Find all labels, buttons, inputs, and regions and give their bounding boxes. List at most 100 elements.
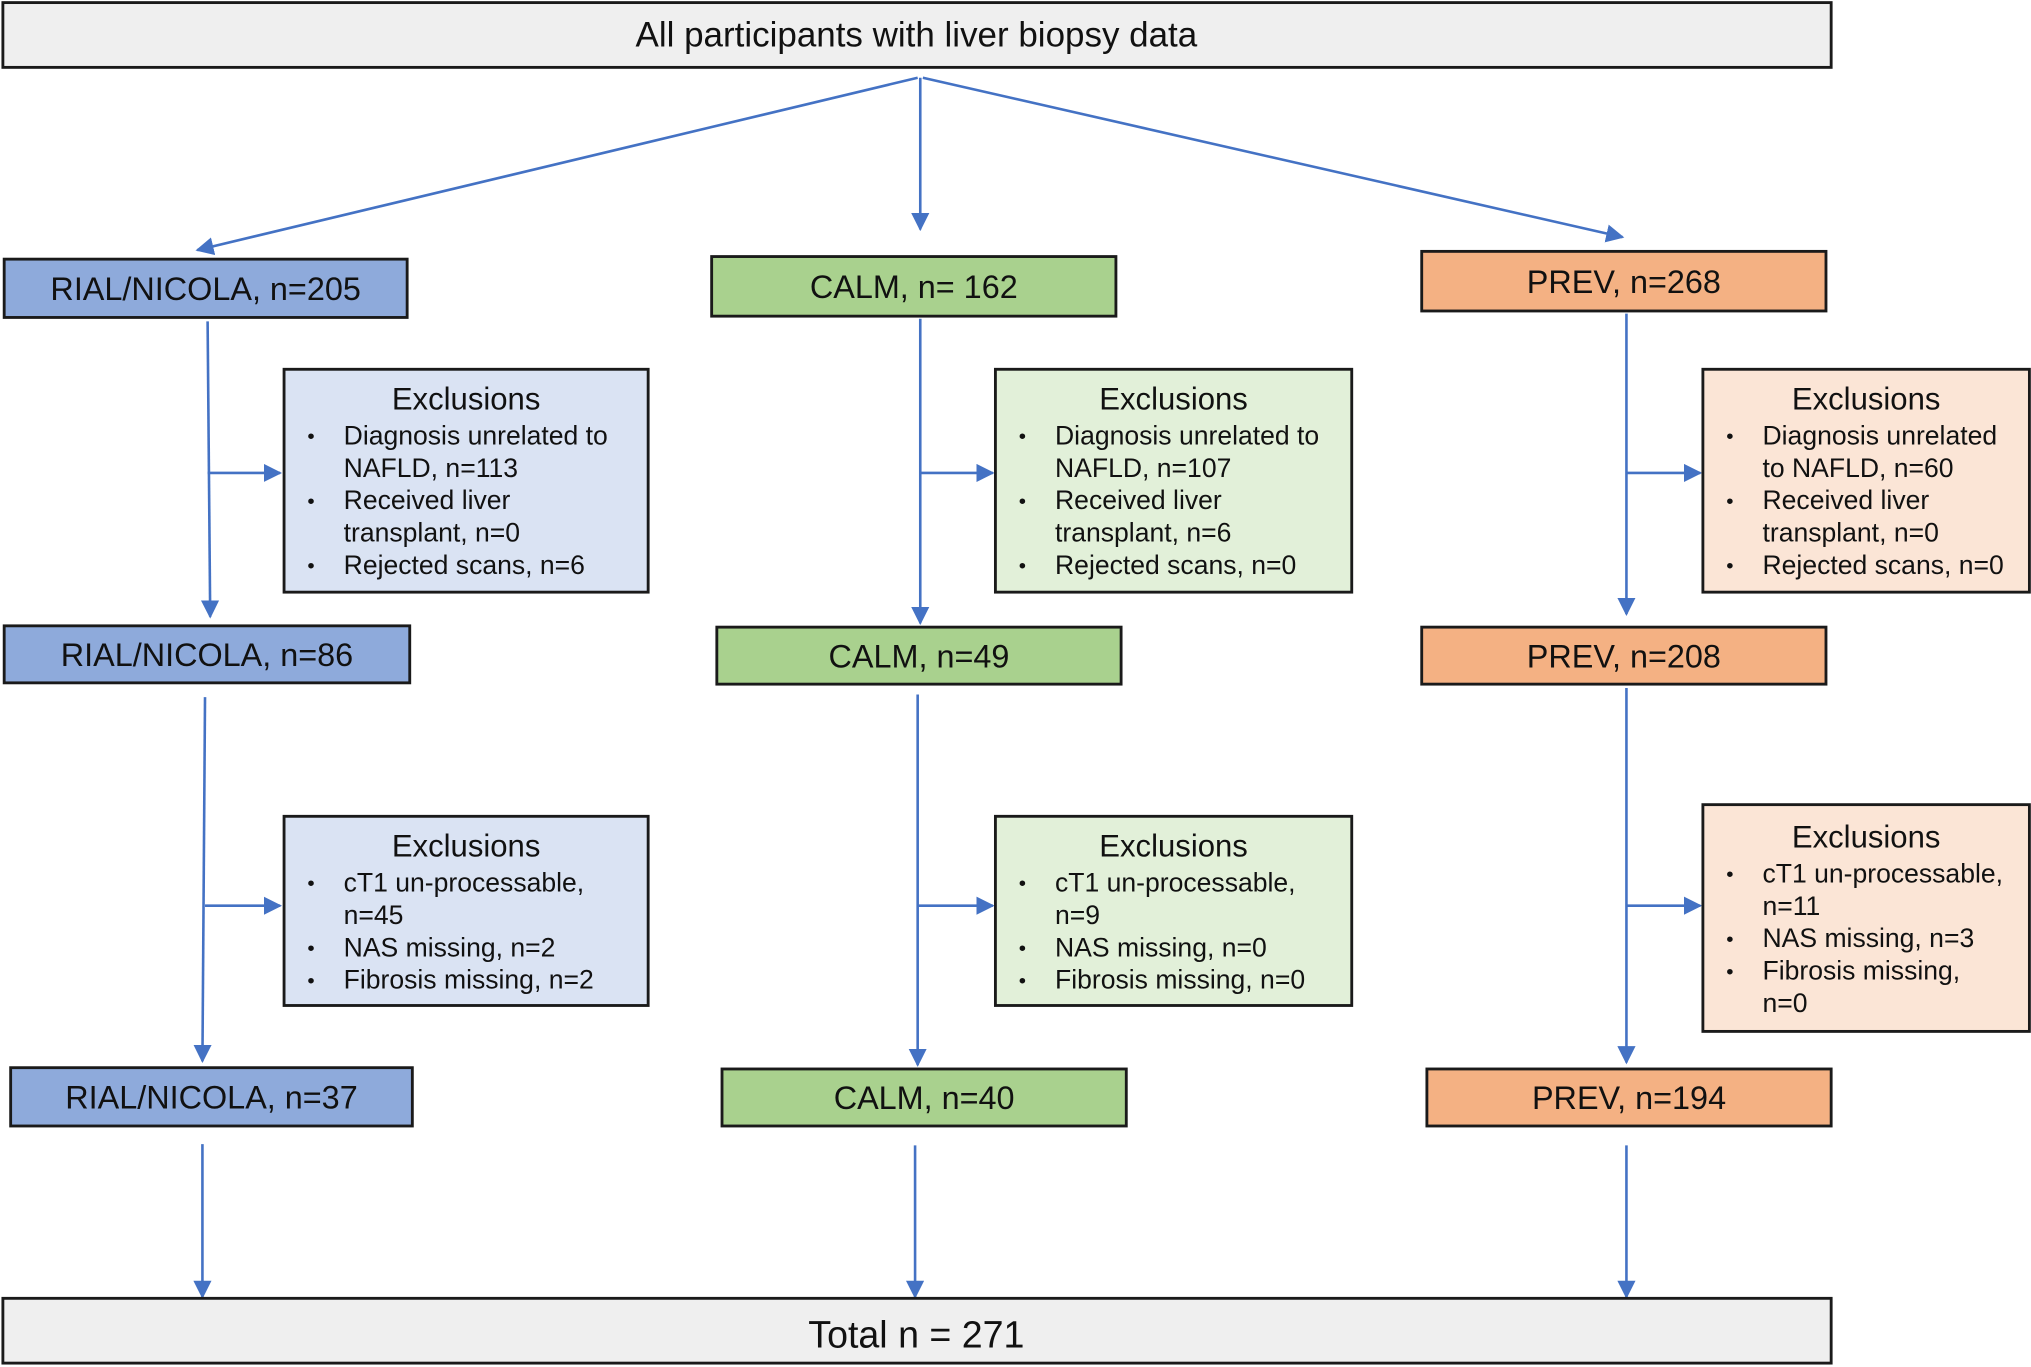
stage-box-prev-2: PREV, n=208 <box>1420 625 1828 686</box>
stage-box-rial-1: RIAL/NICOLA, n=205 <box>2 257 409 319</box>
exclusion-item-line: transplant, n=6 <box>1055 518 1231 548</box>
stage-box-label: PREV, n=208 <box>1527 638 1721 674</box>
top-box-label: All participants with liver biopsy data <box>636 16 1198 55</box>
exclusion-box-rial-1: Exclusions • Diagnosis unrelated toNAFLD, … <box>282 367 650 594</box>
stage-box-rect <box>1420 625 1828 686</box>
exclusion-item-line: n=11 <box>1762 891 1820 921</box>
exclusion-box-rect <box>282 814 650 1007</box>
exclusion-item-line: Rejected scans, n=0 <box>1055 550 1296 580</box>
top-box-rect <box>1 1 1833 69</box>
stage-box-label: CALM, n=49 <box>829 638 1010 674</box>
exclusion-item-line: n=0 <box>1762 988 1807 1018</box>
total-box-label: Total n = 271 <box>808 1314 1024 1356</box>
bullet-icon: • <box>1726 555 1733 578</box>
stage-box-rect <box>2 257 409 319</box>
fan-arrow-prev <box>922 76 1625 243</box>
bullet-icon: • <box>1726 425 1733 448</box>
exclusion-item-line: NAFLD, n=113 <box>344 453 518 483</box>
stage-box-rect <box>9 1066 414 1128</box>
stage-box-rect <box>2 624 412 685</box>
exclusion-item-line: cT1 un-processable, <box>1762 858 2003 888</box>
exclusion-item-line: Rejected scans, n=0 <box>1762 550 2003 580</box>
exclusion-box-rect <box>993 814 1354 1007</box>
exclusion-item-line: n=45 <box>344 900 404 930</box>
bullet-icon: • <box>307 969 314 992</box>
exclusion-box-rect <box>1701 803 2031 1033</box>
stage-box-label: RIAL/NICOLA, n=205 <box>50 271 360 307</box>
exclusion-title: Exclusions <box>392 381 541 416</box>
bullet-icon: • <box>307 425 314 448</box>
exclusion-box-calm-2: Exclusions • cT1 un-processable,n=9 • NAS mi… <box>993 814 1354 1007</box>
exclusion-item-line: cT1 un-processable, <box>344 867 585 897</box>
stage-box-prev-3: PREV, n=194 <box>1425 1067 1833 1128</box>
exclusion-item-line: to NAFLD, n=60 <box>1762 453 1953 483</box>
bullet-icon: • <box>1019 425 1026 448</box>
exclusion-item-line: Fibrosis missing, n=0 <box>1055 965 1305 995</box>
exclusion-title: Exclusions <box>1792 381 1941 416</box>
stage-box-calm-2: CALM, n=49 <box>715 625 1123 686</box>
exclusion-box-rect <box>282 367 650 594</box>
bullet-icon: • <box>1726 863 1733 886</box>
exclusion-item-line: NAS missing, n=2 <box>344 932 556 962</box>
bullet-icon: • <box>307 555 314 578</box>
top-box: All participants with liver biopsy data <box>1 1 1833 69</box>
exclusion-title: Exclusions <box>1099 828 1248 863</box>
exclusion-item-line: Diagnosis unrelated <box>1762 420 1997 450</box>
stage-box-label: CALM, n=40 <box>834 1080 1015 1116</box>
stage-box-rect <box>1425 1067 1833 1128</box>
bullet-icon: • <box>1019 969 1026 992</box>
exclusion-item-line: transplant, n=0 <box>344 518 520 548</box>
exclusion-item-line: NAS missing, n=3 <box>1762 923 1974 953</box>
total-box: Total n = 271 <box>1 1296 1833 1365</box>
exclusion-title: Exclusions <box>1792 819 1941 854</box>
bullet-icon: • <box>307 937 314 960</box>
stage-box-prev-1: PREV, n=268 <box>1420 249 1828 313</box>
exclusion-title: Exclusions <box>392 828 541 863</box>
stage-box-rect <box>715 625 1123 686</box>
bullet-icon: • <box>1019 937 1026 960</box>
exclusion-item-line: Fibrosis missing, <box>1762 956 1960 986</box>
bullet-icon: • <box>1726 960 1733 983</box>
exclusion-item-line: Received liver <box>1762 485 1929 515</box>
exclusion-box-prev-2: Exclusions • cT1 un-processable,n=11 • NAS m… <box>1701 803 2031 1033</box>
exclusion-item-line: cT1 un-processable, <box>1055 867 1296 897</box>
exclusion-item-line: NAFLD, n=107 <box>1055 453 1231 483</box>
fan-arrow-rial <box>195 76 918 256</box>
exclusion-box-rial-2: Exclusions • cT1 un-processable,n=45 • NAS m… <box>282 814 650 1007</box>
exclusion-item-line: n=9 <box>1055 900 1100 930</box>
total-box-rect <box>1 1296 1833 1365</box>
stage-box-rect <box>710 255 1118 318</box>
exclusion-box-rect <box>1701 367 2031 594</box>
stage-box-rial-2: RIAL/NICOLA, n=86 <box>2 624 412 685</box>
stage-box-calm-1: CALM, n= 162 <box>710 255 1118 318</box>
exclusion-item-line: transplant, n=0 <box>1762 518 1938 548</box>
exclusion-item-line: Received liver <box>1055 485 1222 515</box>
exclusion-box-rect <box>993 367 1354 594</box>
bullet-icon: • <box>1019 490 1026 513</box>
bullet-icon: • <box>307 490 314 513</box>
stage-box-label: RIAL/NICOLA, n=37 <box>65 1080 357 1116</box>
exclusion-title: Exclusions <box>1099 381 1248 416</box>
exclusion-item-line: Rejected scans, n=6 <box>344 550 585 580</box>
bullet-icon: • <box>1019 555 1026 578</box>
bullet-icon: • <box>307 872 314 895</box>
bullet-icon: • <box>1726 928 1733 951</box>
stage-box-rect <box>720 1067 1128 1128</box>
flow-arrow-rial-2 <box>193 697 212 1064</box>
stage-box-label: PREV, n=268 <box>1527 264 1721 300</box>
stage-box-calm-3: CALM, n=40 <box>720 1067 1128 1128</box>
connector-arrows <box>193 76 1703 1299</box>
bullet-icon: • <box>1019 872 1026 895</box>
exclusion-item-line: NAS missing, n=0 <box>1055 932 1267 962</box>
stage-box-label: RIAL/NICOLA, n=86 <box>61 637 353 673</box>
stage-box-rial-3: RIAL/NICOLA, n=37 <box>9 1066 414 1128</box>
exclusion-item-line: Diagnosis unrelated to <box>344 420 608 450</box>
bullet-icon: • <box>1726 490 1733 513</box>
exclusion-item-line: Fibrosis missing, n=2 <box>344 965 594 995</box>
